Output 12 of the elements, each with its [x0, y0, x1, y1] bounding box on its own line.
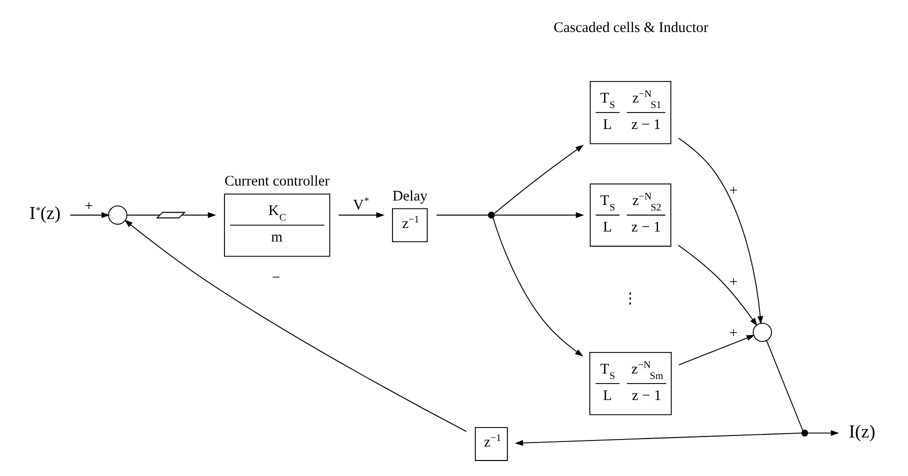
- edge-label: +: [729, 182, 738, 199]
- edge-label: V$^{*}$: [353, 196, 370, 214]
- label: ⋮: [623, 290, 638, 307]
- label: Cascaded cells & Inductor: [554, 20, 708, 36]
- node-text: I$^{*}$(z): [29, 202, 61, 223]
- edge-label: +: [84, 198, 94, 214]
- edge-label: +: [729, 274, 738, 290]
- node-text: I(z): [848, 422, 876, 442]
- edge-label: +: [729, 326, 738, 342]
- node-label: Delay: [392, 188, 428, 204]
- edge-label: −: [272, 270, 280, 286]
- node-label: Current controller: [224, 174, 330, 190]
